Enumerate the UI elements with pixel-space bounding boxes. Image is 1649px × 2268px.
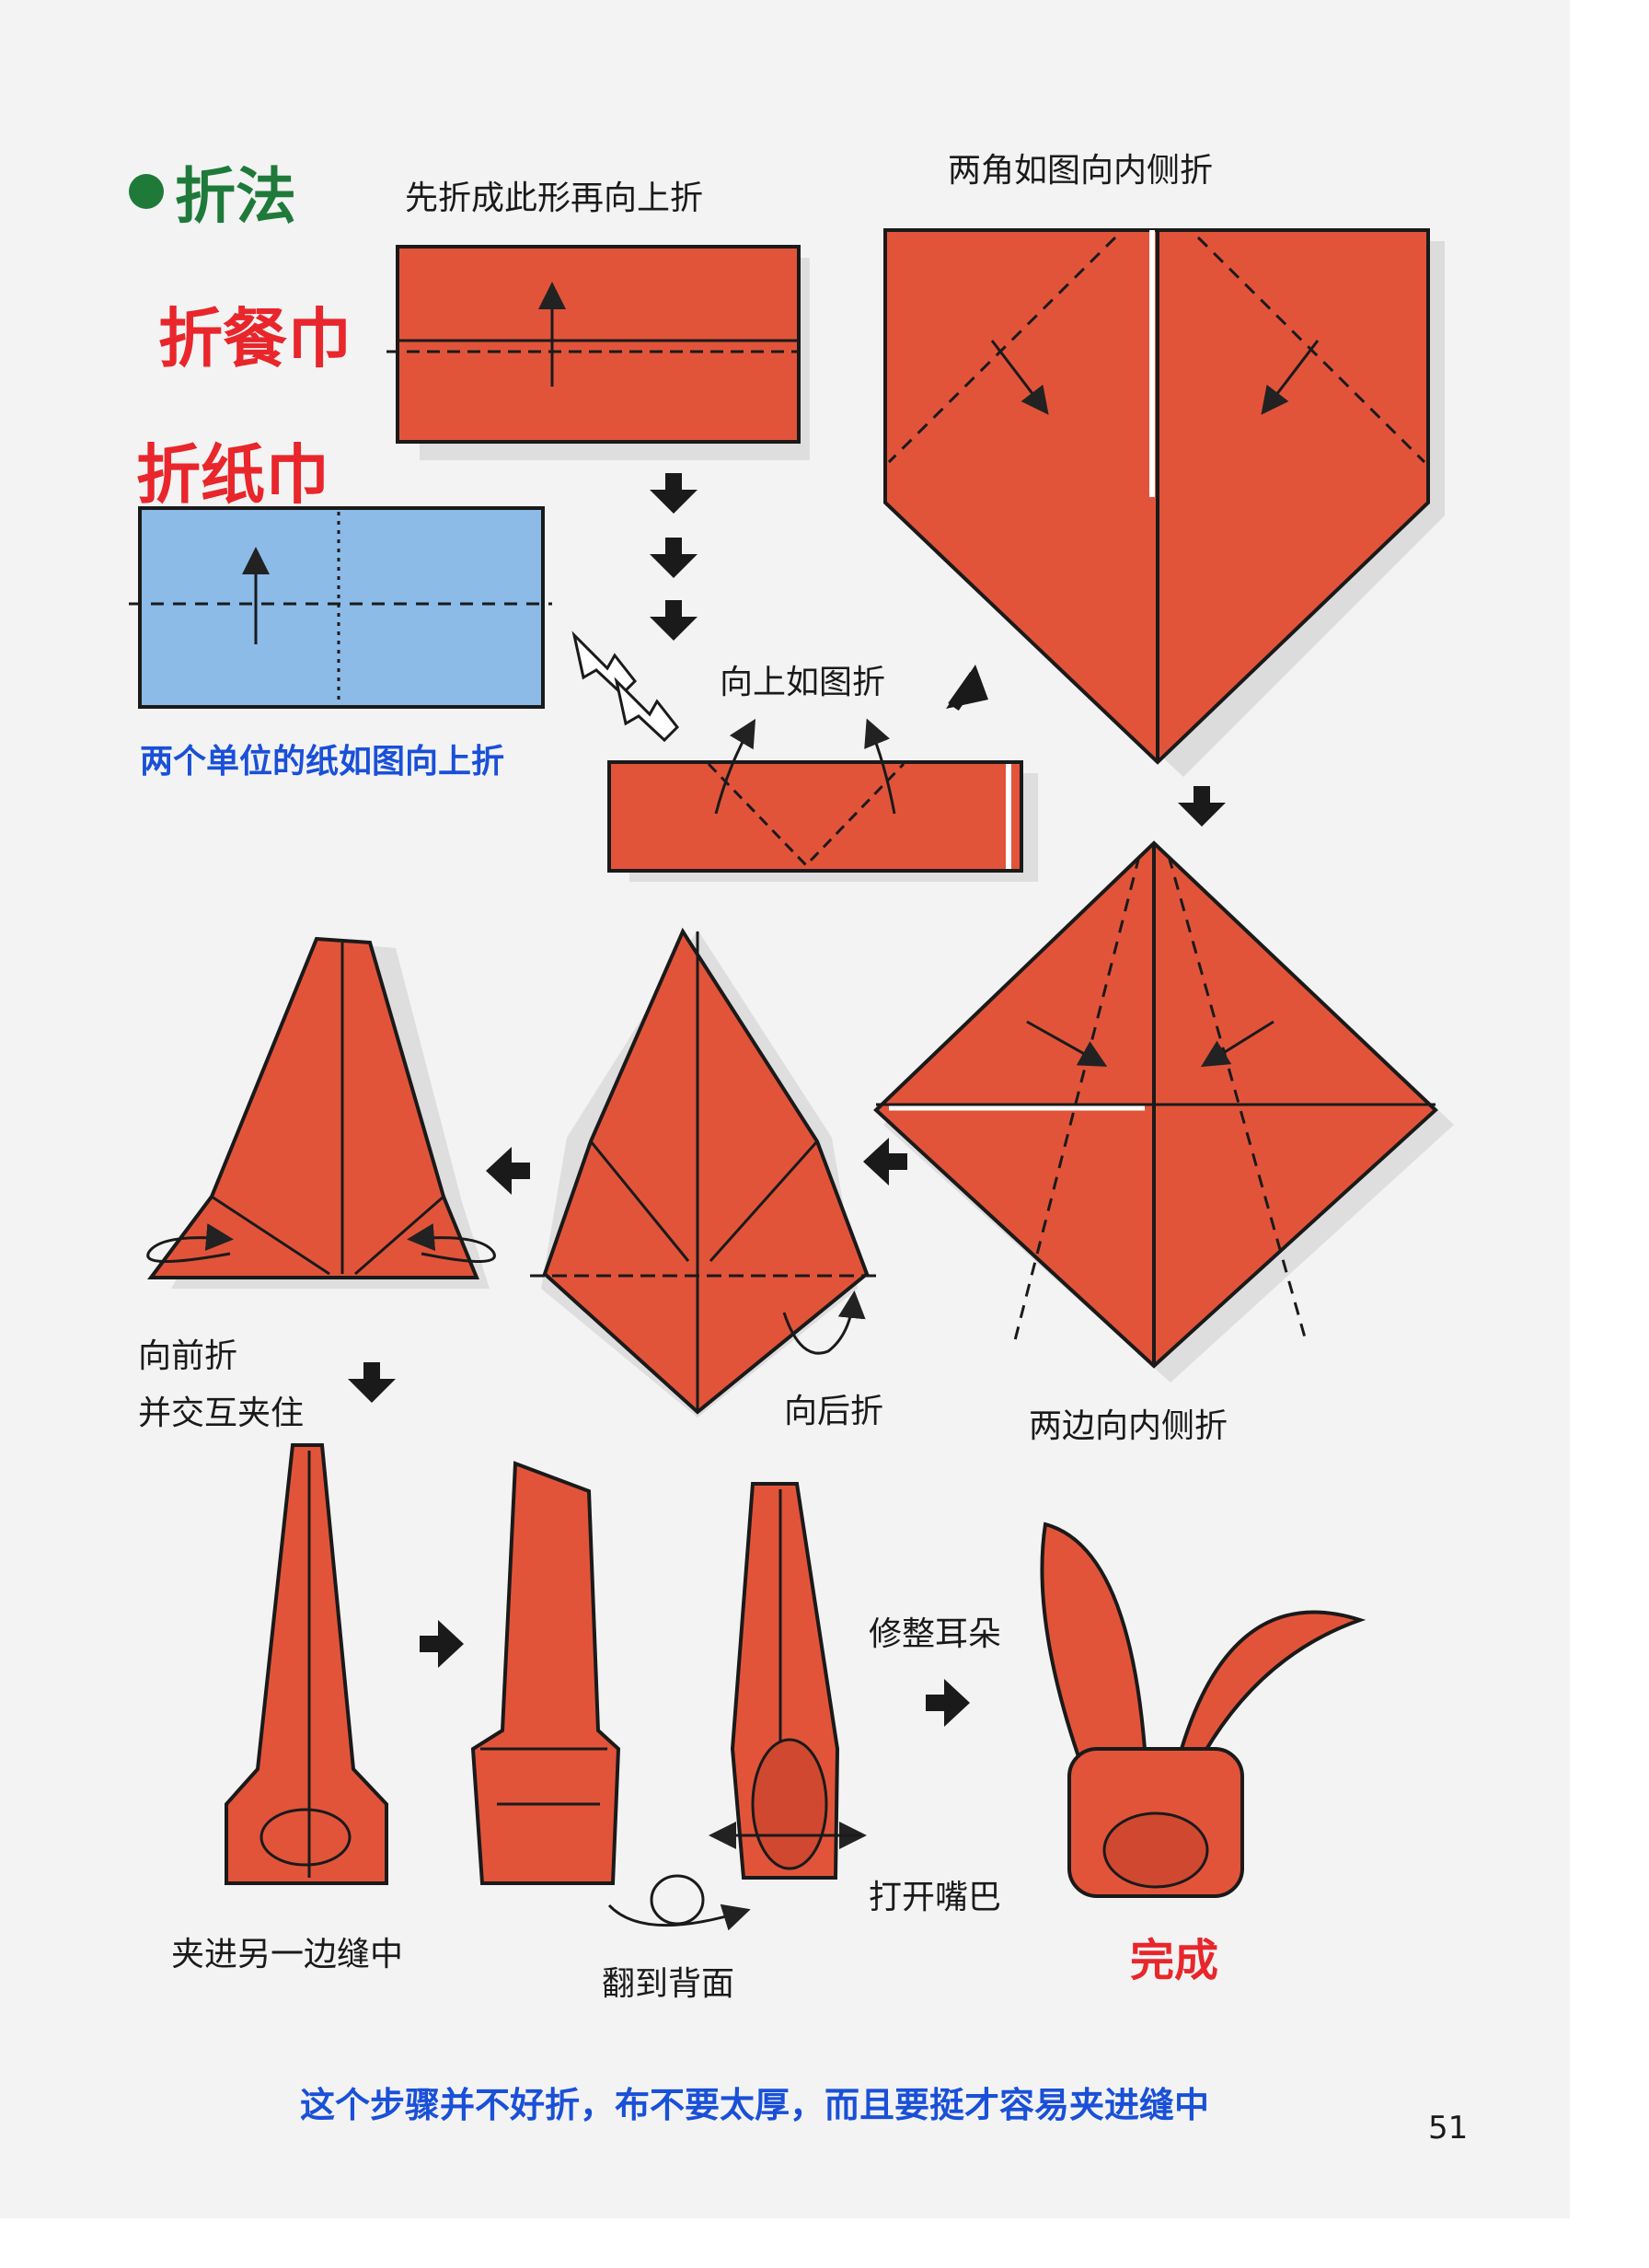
down-arrow-icon [650, 600, 698, 641]
flip-icon [607, 1874, 751, 1931]
heading-title: 折法 [175, 161, 296, 232]
fold-up-strip-diagram [607, 718, 1038, 882]
left-arrow-icon [863, 1138, 907, 1186]
folding-diagrams [129, 228, 1454, 1931]
tucked-diagram [225, 1443, 388, 1885]
pentagon-diagram [883, 228, 1445, 777]
down-arrow-icon [348, 1362, 396, 1403]
right-arrow-icon [926, 1679, 970, 1727]
step4-label: 两边向内侧折 [1029, 1407, 1228, 1445]
paper-note-label: 两个单位的纸如图向上折 [140, 743, 505, 781]
bullet-dot-icon [129, 174, 164, 209]
step6-label-a: 向前折 [138, 1337, 238, 1375]
diagonal-arrow-icon [571, 631, 680, 743]
step8-label: 翻到背面 [602, 1965, 735, 2003]
section-heading: 折法 [129, 147, 296, 236]
ears-diagram [146, 936, 496, 1289]
step2-label: 两角如图向内侧折 [948, 152, 1214, 190]
down-arrow-icon [650, 473, 698, 514]
open-mouth-diagram [709, 1482, 867, 1880]
step9-label: 修整耳朵 [869, 1615, 1002, 1653]
paper-tissue-diagram [129, 506, 552, 709]
footer-tip: 这个步骤并不好折，布不要太厚，而且要挺才容易夹进缝中 [300, 2085, 1210, 2125]
finished-bunny-diagram [1040, 1522, 1366, 1898]
napkin-method-label: 折餐巾 [158, 301, 352, 376]
kite-diagram [530, 927, 883, 1418]
paper-method-label: 折纸巾 [136, 437, 329, 513]
done-label: 完成 [1130, 1935, 1219, 1986]
left-arrow-icon [486, 1147, 530, 1195]
napkin-strip-diagram [386, 245, 810, 460]
step7-label: 夹进另一边缝中 [171, 1936, 404, 1973]
back-view-diagram [470, 1461, 621, 1885]
page-margin [1570, 0, 1649, 2268]
step1-label: 先折成此形再向上折 [405, 179, 704, 217]
diamond-diagram [873, 840, 1454, 1383]
step5-label: 向后折 [784, 1393, 884, 1430]
down-arrow-icon [1178, 786, 1226, 827]
down-arrow-icon [650, 538, 698, 578]
step6-label-b: 并交互夹住 [138, 1394, 305, 1432]
instruction-page: 折法 折餐巾 折纸巾 两个单位的纸如图向上折 先折成此形再向上折 两角如图向内侧… [0, 0, 1570, 2218]
step3-label: 向上如图折 [720, 664, 886, 701]
step10-label: 打开嘴巴 [869, 1879, 1002, 1916]
right-arrow-icon [420, 1620, 464, 1668]
page-number: 51 [1428, 2110, 1469, 2146]
